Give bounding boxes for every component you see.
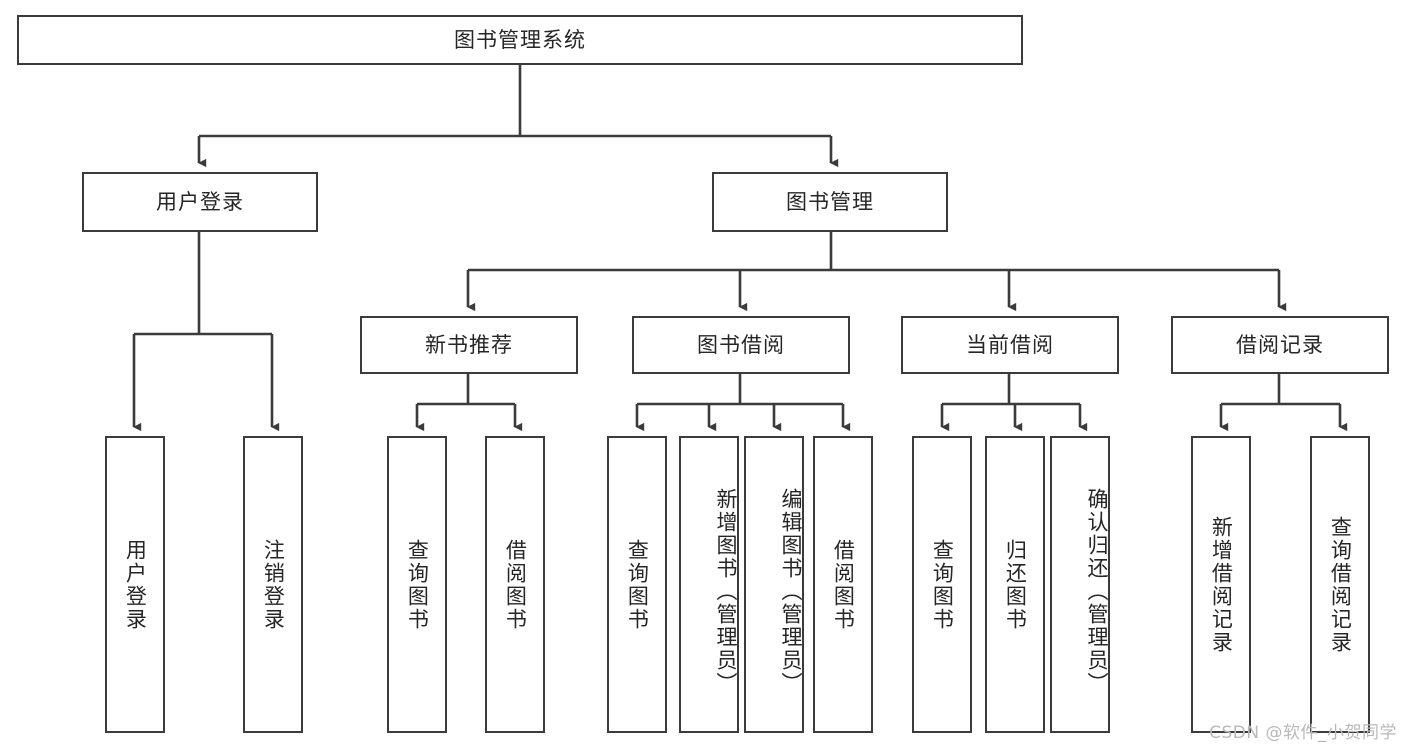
node-label-leaf-return-book: 归还图书: [1003, 538, 1028, 631]
node-user-login[interactable]: 用户登录: [82, 172, 318, 232]
node-leaf-add-borrow-record[interactable]: 新增借阅记录: [1191, 436, 1251, 733]
node-label-borrow-record: 借阅记录: [1236, 332, 1324, 357]
node-leaf-query-book-recommend[interactable]: 查询图书: [387, 436, 447, 733]
node-leaf-borrow-book-recommend[interactable]: 借阅图书: [485, 436, 545, 733]
node-label-new-book-recommend: 新书推荐: [425, 332, 513, 357]
node-label-leaf-query-borrow-record: 查询借阅记录: [1328, 515, 1353, 654]
node-label-leaf-confirm-return-admin: 确认归还（管理员）: [1085, 488, 1109, 695]
node-leaf-edit-book-admin[interactable]: 编辑图书（管理员）: [744, 436, 804, 733]
csdn-watermark: CSDN @软件_小贺同学: [1209, 723, 1397, 743]
node-leaf-add-book-admin[interactable]: 新增图书（管理员）: [679, 436, 739, 733]
node-label-current-borrow: 当前借阅: [966, 332, 1054, 357]
node-leaf-user-logout[interactable]: 注销登录: [243, 436, 303, 733]
node-book-borrow[interactable]: 图书借阅: [632, 316, 850, 374]
node-label-leaf-edit-book-admin: 编辑图书（管理员）: [779, 488, 803, 695]
node-leaf-query-borrow-record[interactable]: 查询借阅记录: [1310, 436, 1370, 733]
node-book-management[interactable]: 图书管理: [712, 172, 948, 232]
node-label-leaf-query-book-recommend: 查询图书: [405, 538, 430, 631]
node-label-leaf-query-book-borrow: 查询图书: [625, 538, 650, 631]
node-label-leaf-add-book-admin: 新增图书（管理员）: [714, 488, 738, 695]
node-label-leaf-user-logout: 注销登录: [261, 538, 286, 631]
node-root[interactable]: 图书管理系统: [17, 15, 1023, 65]
node-new-book-recommend[interactable]: 新书推荐: [360, 316, 578, 374]
node-label-book-borrow: 图书借阅: [697, 332, 785, 357]
node-label-leaf-add-borrow-record: 新增借阅记录: [1209, 515, 1234, 654]
node-current-borrow[interactable]: 当前借阅: [901, 316, 1119, 374]
node-leaf-user-login[interactable]: 用户登录: [105, 436, 165, 733]
node-label-leaf-borrow-book: 借阅图书: [831, 538, 856, 631]
node-label-user-login: 用户登录: [156, 189, 244, 214]
node-label-leaf-borrow-book-recommend: 借阅图书: [503, 538, 528, 631]
node-borrow-record[interactable]: 借阅记录: [1171, 316, 1389, 374]
node-leaf-borrow-book[interactable]: 借阅图书: [813, 436, 873, 733]
node-label-root: 图书管理系统: [454, 27, 586, 52]
node-leaf-query-book-current[interactable]: 查询图书: [912, 436, 972, 733]
node-leaf-return-book[interactable]: 归还图书: [985, 436, 1045, 733]
node-leaf-query-book-borrow[interactable]: 查询图书: [607, 436, 667, 733]
node-leaf-confirm-return-admin[interactable]: 确认归还（管理员）: [1050, 436, 1110, 733]
node-label-leaf-user-login: 用户登录: [123, 538, 148, 631]
node-label-leaf-query-book-current: 查询图书: [930, 538, 955, 631]
node-label-book-management: 图书管理: [786, 189, 874, 214]
